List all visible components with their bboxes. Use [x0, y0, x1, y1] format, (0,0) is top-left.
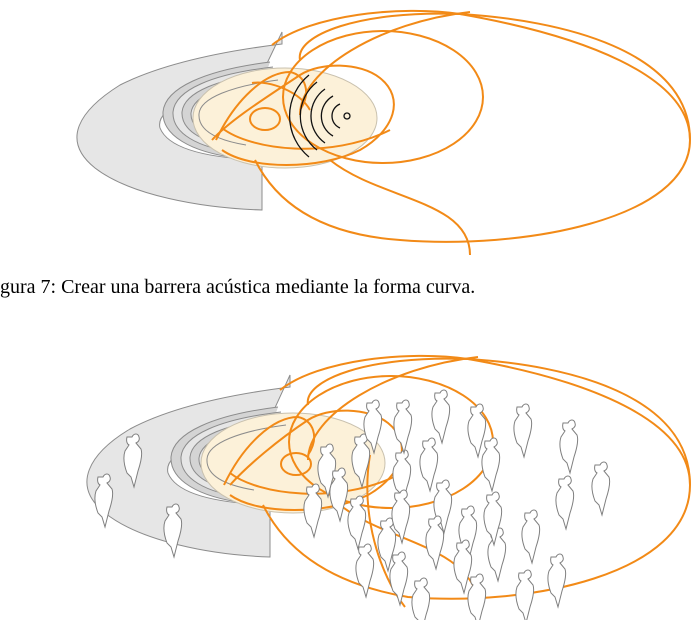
figure-acoustic-barrier: [0, 0, 693, 255]
audience-figure-icon: [391, 489, 411, 545]
audience-figure-icon: [467, 573, 487, 620]
audience-figure-icon: [547, 553, 567, 609]
figure-acoustic-barrier-svg: [76, 9, 692, 255]
audience-figure-icon: [515, 569, 535, 620]
audience-figure-icon: [467, 403, 487, 459]
audience-figure-icon: [481, 437, 501, 493]
audience-figure-icon: [419, 437, 439, 493]
audience-figure-icon: [389, 551, 409, 607]
audience-figure-icon: [94, 473, 114, 529]
audience-figure-icon: [303, 483, 323, 539]
audience-figure-icon: [487, 527, 507, 583]
audience-figure-icon: [431, 389, 451, 445]
audience-figure-icon: [329, 467, 349, 523]
audience-figure-icon: [521, 509, 541, 565]
figure-audience-zones-svg: [86, 354, 692, 620]
audience-figure-icon: [355, 543, 375, 599]
shell-inner-edge: [198, 79, 279, 146]
audience-figure-icon: [363, 399, 383, 455]
shell-inner-edge: [206, 424, 287, 491]
audience-figure-icon: [513, 403, 533, 459]
audience-figure-icon: [453, 539, 473, 595]
figure-audience-zones: [0, 345, 693, 620]
audience-figure-icon: [392, 449, 412, 505]
audience-group: [94, 389, 611, 620]
audience-figure-icon: [123, 433, 143, 489]
sound-source-icon: [288, 74, 351, 158]
audience-figure-icon: [559, 419, 579, 475]
audience-figure-icon: [411, 577, 431, 620]
audience-figure-icon: [425, 515, 445, 571]
audience-figure-icon: [483, 491, 503, 547]
figure-caption: gura 7: Crear una barrera acústica media…: [0, 276, 476, 298]
audience-figure-icon: [591, 461, 611, 517]
audience-figure-icon: [347, 495, 367, 551]
audience-figure-icon: [163, 503, 183, 559]
sound-zone: [192, 67, 378, 169]
audience-figure-icon: [393, 399, 413, 455]
audience-figure-icon: [555, 475, 575, 531]
